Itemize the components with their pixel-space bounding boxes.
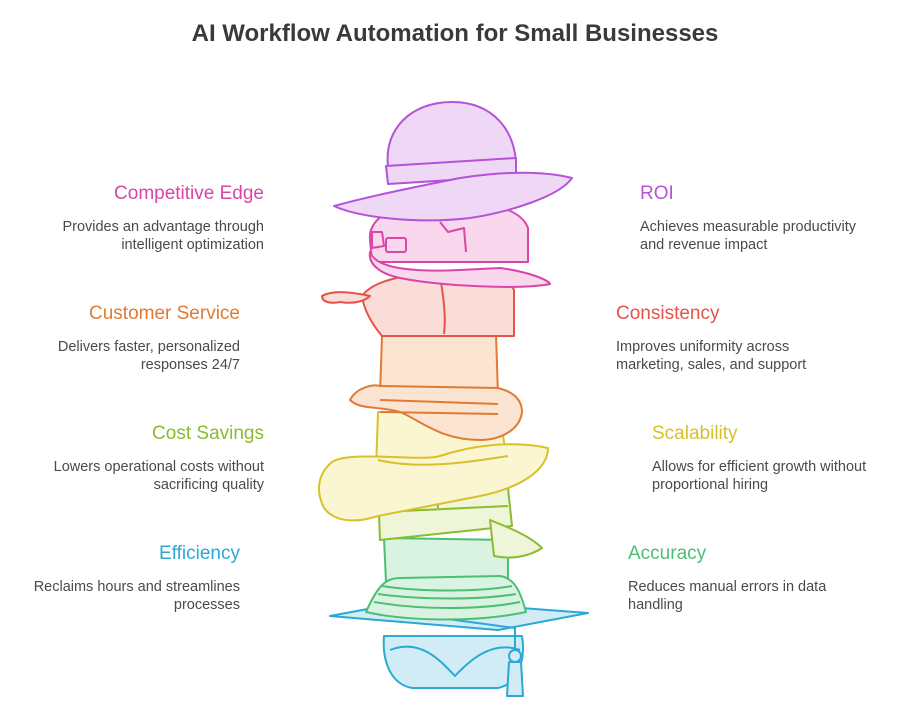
item-consistency: Consistency Improves uniformity across m… [616,302,856,374]
item-consistency-desc: Improves uniformity across marketing, sa… [616,339,807,373]
item-customer-service-title: Customer Service [89,303,240,324]
bucket-hat-icon [365,537,527,621]
item-accuracy: Accuracy Reduces manual errors in data h… [628,542,868,614]
item-scalability-desc: Allows for efficient growth without prop… [652,459,867,493]
item-consistency-title: Consistency [616,303,720,324]
item-competitive-edge-desc: Provides an advantage through intelligen… [62,219,264,253]
item-efficiency: Efficiency Reclaims hours and streamline… [0,542,240,614]
item-cost-savings-desc: Lowers operational costs without sacrifi… [53,459,264,493]
item-cost-savings-title: Cost Savings [152,423,264,444]
item-competitive-edge: Competitive Edge Provides an advantage t… [24,182,264,254]
item-cost-savings: Cost Savings Lowers operational costs wi… [24,422,264,494]
item-competitive-edge-title: Competitive Edge [114,183,264,204]
item-customer-service-desc: Delivers faster, personalized responses … [57,339,240,373]
item-accuracy-desc: Reduces manual errors in data handling [628,579,827,613]
item-roi-title: ROI [640,183,674,204]
item-scalability-title: Scalability [652,423,738,444]
sun-hat-icon [333,101,573,222]
item-scalability: Scalability Allows for efficient growth … [652,422,892,494]
item-roi: ROI Achieves measurable productivity and… [640,182,880,254]
item-customer-service: Customer Service Delivers faster, person… [0,302,240,374]
item-accuracy-title: Accuracy [628,543,707,564]
item-efficiency-desc: Reclaims hours and streamlines processes [33,579,240,613]
item-roi-desc: Achieves measurable productivity and rev… [640,219,856,253]
item-efficiency-title: Efficiency [159,543,240,564]
fedora-hat-icon [349,333,523,441]
graduation-cap-icon [329,599,589,697]
page-title: AI Workflow Automation for Small Busines… [191,20,719,47]
